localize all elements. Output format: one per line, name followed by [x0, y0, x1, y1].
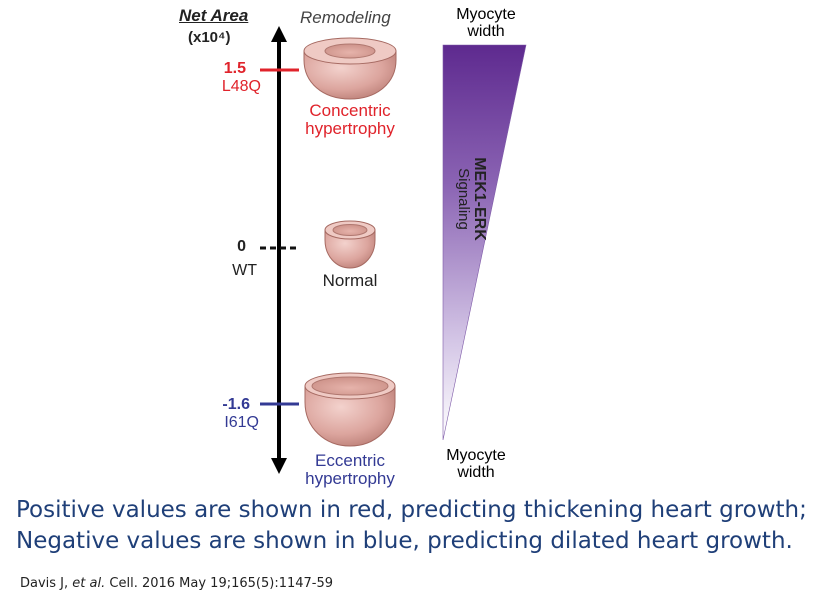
- tick-value-i61q: -1.6: [222, 396, 250, 413]
- tick-value-l48q: 1.5: [223, 60, 246, 77]
- tick-label-i61q: I61Q: [224, 414, 259, 431]
- axis-unit: (x10⁴): [188, 29, 231, 46]
- tick-value-wt: 0: [237, 238, 246, 255]
- heart-eccentric-icon: [304, 372, 396, 447]
- axis-title: Net Area: [179, 6, 249, 25]
- heart-normal-icon: [324, 220, 376, 269]
- citation: Davis J, et al. Cell. 2016 May 19;165(5)…: [20, 576, 333, 591]
- arrow-down-icon: [271, 458, 287, 474]
- citation-authors: Davis J,: [20, 576, 69, 591]
- myocyte-width-top-label: Myocyte width: [456, 6, 516, 40]
- caption-negative: Negative values are shown in blue, predi…: [16, 528, 793, 554]
- net-area-axis: [271, 26, 287, 474]
- mek1-erk-signaling-label: MEK1-ERK Signaling: [455, 157, 488, 241]
- signaling-wedge: [442, 44, 527, 441]
- heart-concentric-icon: [303, 37, 397, 100]
- caption-positive: Positive values are shown in red, predic…: [16, 497, 807, 523]
- citation-etal: et al.: [72, 576, 106, 591]
- heart-label-normal: Normal: [322, 271, 378, 290]
- citation-source: Cell. 2016 May 19;165(5):1147-59: [109, 576, 334, 591]
- heart-label-eccentric: Eccentric hypertrophy: [305, 451, 395, 488]
- myocyte-width-bottom-label: Myocyte width: [446, 447, 506, 481]
- heart-label-concentric: Concentric hypertrophy: [305, 101, 395, 138]
- arrow-up-icon: [271, 26, 287, 42]
- remodeling-header: Remodeling: [300, 8, 391, 27]
- tick-label-l48q: L48Q: [221, 78, 261, 95]
- tick-label-wt: WT: [232, 262, 257, 279]
